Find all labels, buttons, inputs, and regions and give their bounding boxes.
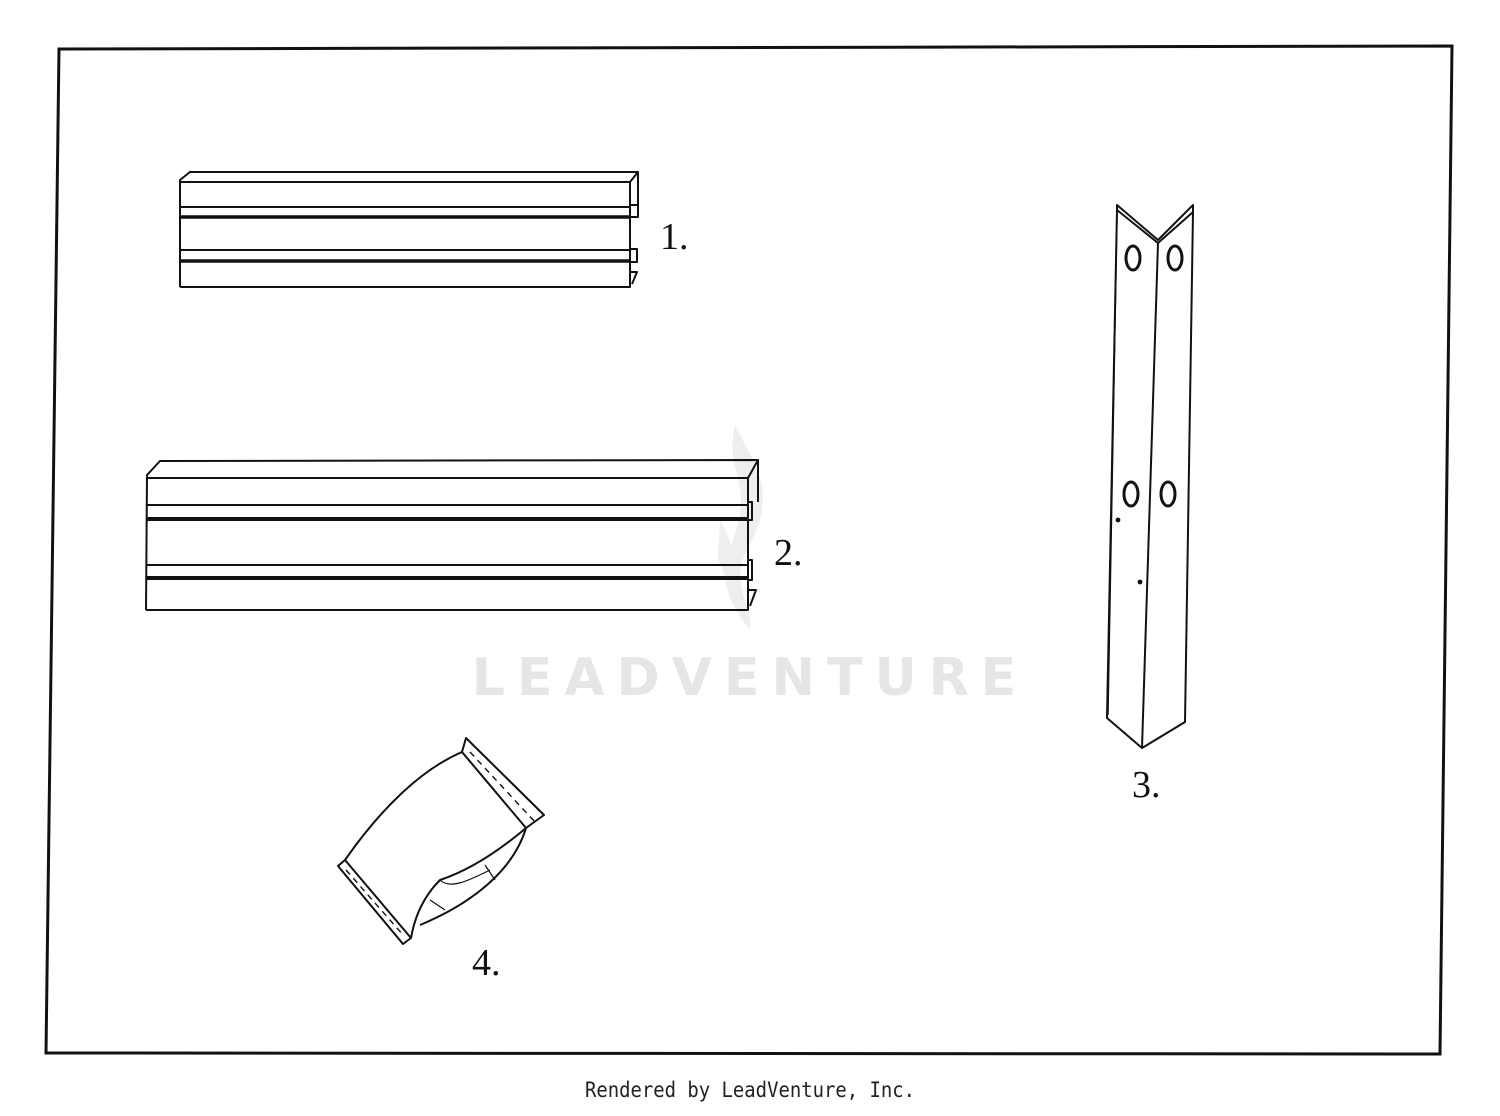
part-4-label: 4. (472, 942, 501, 984)
part-2-channel (145, 459, 759, 611)
part-1-label: 1. (660, 216, 689, 258)
part-3-label: 3. (1132, 764, 1161, 806)
flame-logo-icon (718, 425, 763, 630)
leadventure-watermark: LEADVENTURE (472, 425, 1029, 708)
part-2-label: 2. (774, 532, 803, 574)
watermark-text: LEADVENTURE (472, 648, 1029, 708)
diagram-frame (44, 44, 1454, 1056)
part-1-channel (179, 171, 639, 288)
part-3-angle-post (1106, 204, 1194, 749)
footer-credit: Rendered by LeadVenture, Inc. (585, 1078, 915, 1102)
part-4-bracket (337, 737, 545, 945)
